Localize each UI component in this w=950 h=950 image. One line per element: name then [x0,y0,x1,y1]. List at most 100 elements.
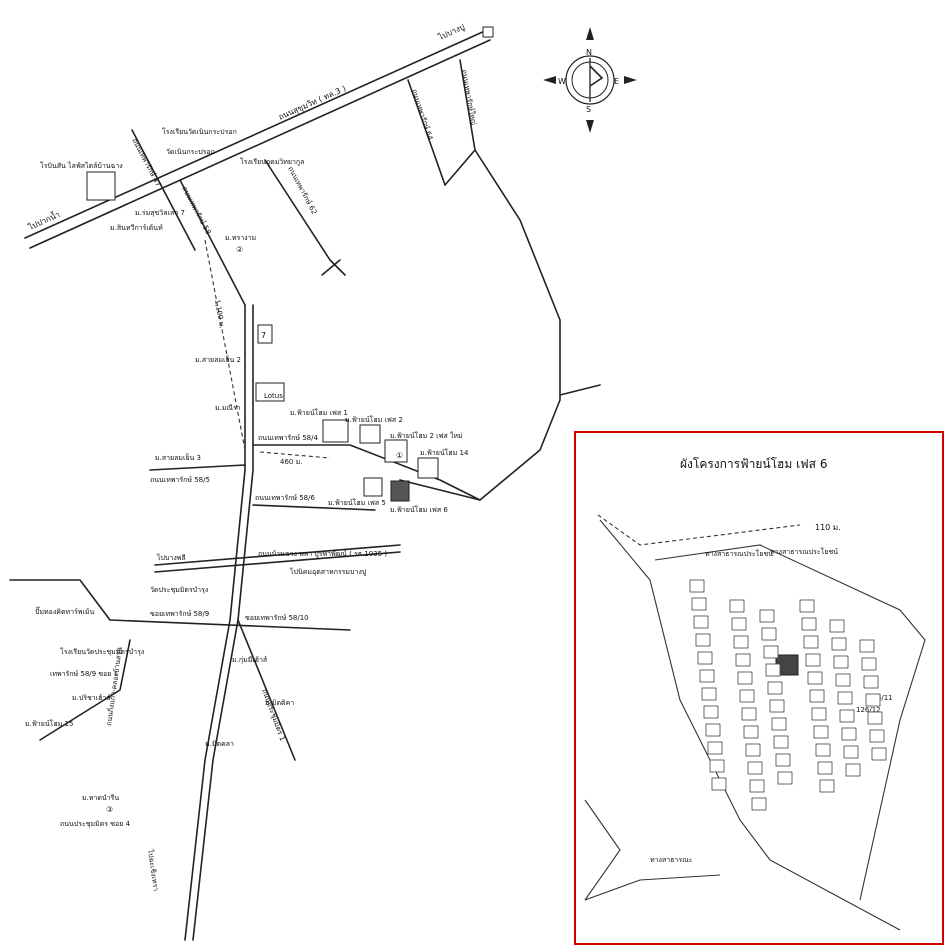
compass-rose: N S W E [543,27,637,133]
inset-lot [813,725,829,739]
road-thepharak-47: ถนนเทพารักษ์ 47 [130,137,162,188]
inset-lot [833,655,849,669]
compass-n: N [586,48,592,57]
inset-road-top2: ทางสาธารณประโยชน์ [770,547,838,556]
place-m-phase15: ม.ฟ้ายน์โฮม 15 [25,719,73,728]
road-to-pakhlat: ไปปากน้ำ [25,208,61,232]
inset-frame [574,431,944,945]
inset-lot [835,673,851,687]
place-m-sairom2: ม.สายลมเย็น 2 [195,355,241,364]
place-m-malee: ม.มณีรา [215,404,241,412]
inset-lot [771,717,787,731]
inset-lot [733,635,749,649]
inset-lot [737,671,753,685]
inset-lot [841,727,857,741]
inset-lot [691,597,707,611]
inset-lot [861,657,877,671]
inset-lot [867,711,883,725]
inset-lot [773,735,789,749]
inset-lot [817,761,833,775]
road-thepharak-58-6: ถนนเทพารักษ์ 58/6 [255,494,315,502]
marker-circle-2: ② [236,245,243,254]
inset-lot [845,763,861,777]
inset-lot-b: 126/12 [856,706,881,714]
inset-lot [839,709,855,723]
road-thepharak-64: ถนนเทพารักษ์ 64 [410,88,434,141]
place-m-phase1: ม.ฟ้ายน์โฮม เฟส 1 [290,408,348,417]
place-m-kulmee: ม.กุ่มมีเฮ้าส์ [232,656,268,664]
place-m-thararam: ม.ทรางาม [225,234,256,242]
road-prachumit-4: ถนนประชุมมิตร ซอย 4 [60,820,131,828]
inset-lot [695,633,711,647]
inset-lot [693,615,709,629]
inset-title: ผังโครงการฟ้ายน์โฮม เฟส 6 [680,457,827,471]
compass-s: S [586,105,591,114]
inset-lot [709,759,725,773]
inset-distance: 110 ม. [815,523,841,532]
inset-lot [751,797,767,811]
road-thepharak-58-5: ถนนเทพารักษ์ 58/5 [150,476,210,484]
inset-lot [863,675,879,689]
inset-lot [803,635,819,649]
inset-lot [829,619,845,633]
road-to-bangpu: ไปบางปู [436,22,466,43]
inset-lot [761,627,777,641]
inset-road-bottom: ทางสาธารณะ [650,856,693,864]
place-m-hanarin: ม.หาดนำรีน [82,794,119,802]
inset-lot [775,753,791,767]
inset-lot [705,723,721,737]
inset-lot [871,747,887,761]
inset-lot [831,637,847,651]
inset-lots [689,579,887,811]
inset-lot [701,687,717,701]
inset-lot [809,689,825,703]
project-boxes [86,171,439,502]
place-m-sairom3: ม.สายลมเย็น 3 [155,453,201,462]
inset-lot [739,689,755,703]
road-to-bang-phli: ไปบางพลี [156,553,186,562]
inset-lot [703,705,719,719]
inset-lot [777,771,793,785]
inset-lot [843,745,859,759]
inset-lot [769,699,785,713]
inset-lot [765,663,781,677]
place-m-mitya: ม.มิตติคา [265,699,294,707]
inset-lot [865,693,881,707]
place-temple-top: วัดเนินกระปรอก [166,148,215,156]
place-school-top: โรงเรียนวัดเนินกระปรอก [162,127,237,136]
inset-lot [731,617,747,631]
place-m-pruksa: ม.ปริชาเฮ้าส์ [72,694,111,702]
compass-w: W [558,77,566,86]
inset-lot [811,707,827,721]
road-bang-plee: ถนนบ้านฉาง พลา บูรพาพัฒน์ ( รธ.1035 ) [258,550,387,558]
inset-lot [729,599,745,613]
inset-road-top: ทางสาธารณประโยชน์ [705,549,773,558]
inset-lot [707,741,723,755]
place-m-phase6: ม.ฟ้ายน์โฮม เฟส 6 [390,505,448,514]
place-lotus: Lotus [264,392,283,400]
road-thepharak-58-4: ถนนเทพารักษ์ 58/4 [258,434,318,442]
place-school-right: โรงเรียนอุดมวิทยากูล [240,157,304,166]
inset-lot [763,645,779,659]
inset-lot [747,761,763,775]
inset-lot [735,653,751,667]
place-m-sinthawee: ม.สินทวีการ์เด้นท์ [110,224,163,232]
inset-lot [805,653,821,667]
inset-lot [799,599,815,613]
inset-lot [807,671,823,685]
distance-1100: 1,100 ม. [213,299,226,329]
inset-lot [743,725,759,739]
map-labels: ถนนสุขุมวิท ( ทล.3 ) ไปบางปู ไปปากน้ำ ถน… [25,22,479,891]
place-m-phase14: ม.ฟ้ายน์โฮม 14 [420,448,469,457]
inset-lot [745,743,761,757]
marker-circle-1: ① [396,451,403,460]
place-m-phase5: ม.ฟ้ายน์โฮม เฟส 5 [328,498,386,507]
place-m-mithlaa: ม.มิตคลา [205,740,234,748]
place-m-ruamsuk: ม.ร่มสุขวิลเลจ 7 [135,209,185,217]
place-seven-eleven: 7 [261,331,266,340]
road-prachumit: ถนนประชุมมิตร 1 [260,688,286,742]
inset-lot [697,651,713,665]
distance-460: 460 ม. [280,458,302,466]
inset-lot [759,609,775,623]
